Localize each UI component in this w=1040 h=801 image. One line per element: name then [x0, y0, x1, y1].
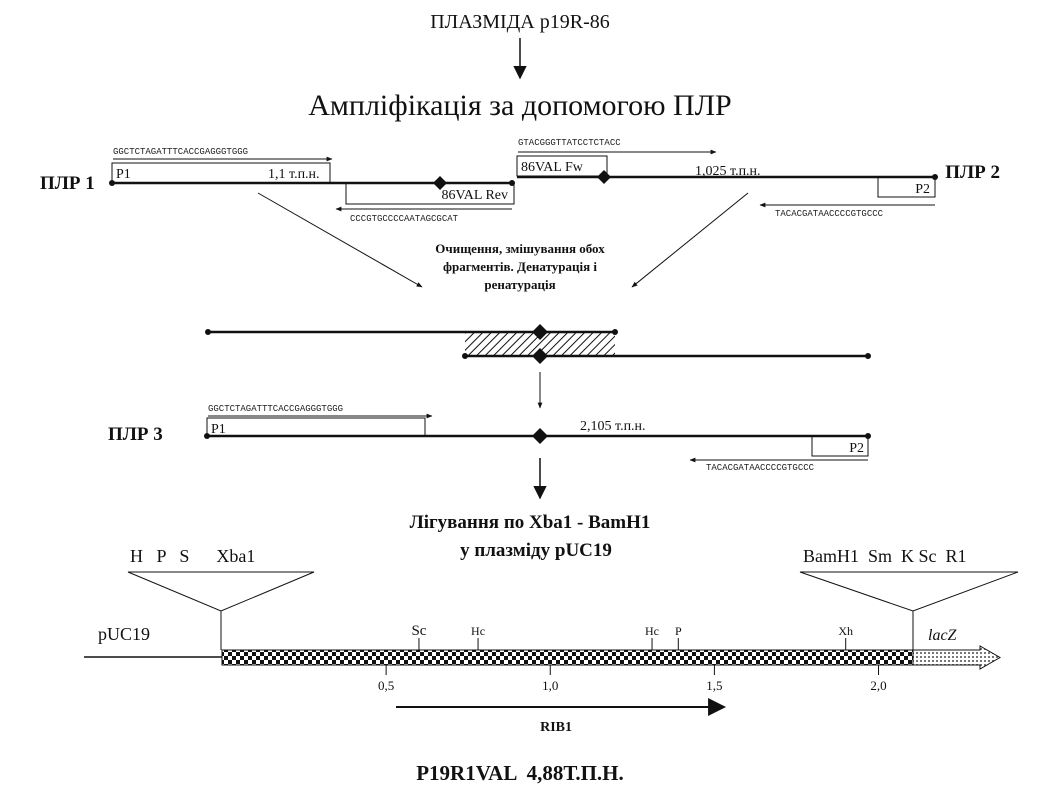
pcr1-size: 1,1 т.п.н. — [268, 167, 320, 182]
lacz-label: lacZ — [928, 627, 958, 644]
pcr2-primer-fw-seq: GTACGGGTTATCCTCTACC — [518, 138, 621, 148]
title-plasmid: ПЛАЗМІДА p19R-86 — [430, 11, 610, 33]
pcr2-primer-rev-seq: TACACGATAACCCCGTGCCC — [775, 209, 884, 219]
scale-tick-label-3: 2,0 — [870, 678, 886, 693]
final-plasmid-label: P19R1VAL 4,88Т.П.Н. — [416, 761, 624, 785]
site-label-2: Hc — [645, 624, 659, 638]
rib1-orf-label: RIB1 — [540, 720, 572, 735]
upper-strand-dot-right — [612, 329, 618, 335]
pcr2-mutation-diamond — [597, 170, 611, 184]
pcr1-label: ПЛР 1 — [40, 173, 95, 194]
lacz-arrow — [912, 645, 1002, 670]
pcr3-rev-primer-box — [811, 435, 869, 457]
upper-strand-diamond — [532, 324, 548, 340]
pcr3-primer-rev-seq: TACACGATAACCCCGTGCCC — [706, 463, 815, 473]
pcr3-primer-fw-seq: GGCTCTAGATTTCACCGAGGGTGGG — [208, 404, 343, 414]
mcs-right-sites: BamH1 Sm K Sc R1 — [803, 546, 967, 566]
pcr2-label: ПЛР 2 — [945, 162, 1000, 183]
mcs-left-sites: H P S Xba1 — [130, 546, 255, 566]
restriction-site-markers: Sc Hc Hc P Xh — [411, 623, 853, 650]
site-label-1: Hc — [471, 624, 485, 638]
pcr3-label: ПЛР 3 — [108, 424, 163, 445]
step-ligation-line1: Лігування по Xba1 - BamH1 — [410, 512, 651, 533]
step-ligation-line2: у плазміду pUC19 — [460, 540, 612, 561]
scale-tick-label-0: 0,5 — [378, 678, 394, 693]
pcr3-primer-fw-name: P1 — [211, 422, 226, 437]
pcr2-primer-rev-name: P2 — [915, 182, 930, 197]
mcs-left-callout — [127, 571, 315, 612]
converge-arrow-left — [257, 192, 423, 288]
scale-tick-label-1: 1,0 — [542, 678, 558, 693]
pcr3-fw-primer-box — [206, 417, 426, 437]
pcr2-primer-fw-name: 86VAL Fw — [521, 160, 584, 175]
pcr1-end-dot-left — [109, 180, 115, 186]
site-label-4: Xh — [838, 624, 853, 638]
step-purification-line3: ренатурація — [484, 277, 555, 292]
site-label-3: P — [675, 624, 682, 638]
lower-strand-diamond — [532, 348, 548, 364]
pcr3-mutation-diamond — [532, 428, 548, 444]
scale-ticks: 0,5 1,0 1,5 2,0 — [378, 665, 887, 693]
pcr2-size: 1,025 т.п.н. — [695, 164, 761, 179]
pcr1-primer-rev-seq: CCCGTGCCCCAATAGCGCAT — [350, 214, 459, 224]
converge-arrow-right — [631, 192, 749, 288]
step-purification-line1: Очищення, змішування обох — [435, 241, 605, 256]
lower-strand-dot-left — [462, 353, 468, 359]
pcr3-size: 2,105 т.п.н. — [580, 419, 646, 434]
pcr2-rev-primer-box — [877, 176, 936, 198]
pcr1-primer-fw-seq: GGCTCTAGATTTCACCGAGGGTGGG — [113, 147, 248, 157]
pcr1-rev-primer-box — [345, 182, 515, 205]
pcr3-primer-rev-name: P2 — [849, 441, 864, 456]
step-purification-line2: фрагментів. Денатурація і — [443, 259, 597, 274]
pcr1-primer-fw-name: P1 — [116, 167, 131, 182]
lower-strand-dot-right — [865, 353, 871, 359]
insert-checkered-bar — [221, 649, 914, 666]
pcr1-primer-rev-name: 86VAL Rev — [442, 188, 509, 203]
pcr3-end-dot-left — [204, 433, 210, 439]
step-amplification: Ампліфікація за допомогою ПЛР — [308, 89, 731, 122]
scale-tick-label-2: 1,5 — [706, 678, 722, 693]
vector-label: pUC19 — [98, 624, 150, 644]
upper-strand-dot-left — [205, 329, 211, 335]
mcs-right-callout — [799, 571, 1019, 612]
site-label-0: Sc — [411, 623, 426, 639]
